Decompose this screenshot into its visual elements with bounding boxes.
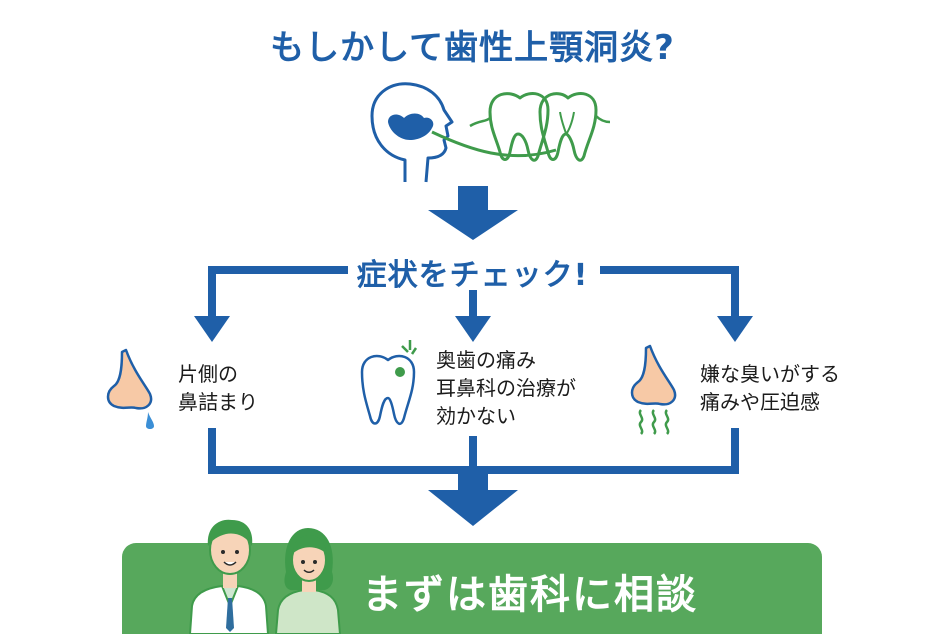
symptom-left: 片側の 鼻詰まり xyxy=(178,360,258,416)
branch-lines xyxy=(208,266,739,318)
molar-teeth-icon xyxy=(431,92,611,162)
arrow-center xyxy=(455,316,491,342)
symptom-center-line-3: 効かない xyxy=(436,404,516,428)
symptom-right: 嫌な臭いがする 痛みや圧迫感 xyxy=(700,360,840,416)
symptom-right-line-1: 嫌な臭いがする xyxy=(700,362,840,386)
runny-nose-icon xyxy=(106,348,154,429)
down-arrow-top xyxy=(428,186,518,240)
smelly-nose-icon xyxy=(630,344,677,435)
cta-consult-dentist: まずは歯科に相談 xyxy=(362,572,698,618)
symptom-center-line-1: 奥歯の痛み xyxy=(436,348,536,372)
page-title: もしかして歯性上顎洞炎? xyxy=(270,28,675,68)
arrow-right xyxy=(717,316,753,342)
aching-tooth-icon xyxy=(360,340,418,426)
doctor-icon xyxy=(188,519,270,634)
symptom-center-line-2: 耳鼻科の治療が xyxy=(436,376,576,400)
symptom-left-line-1: 片側の xyxy=(178,362,238,386)
arrow-left xyxy=(194,316,230,342)
check-symptoms-label: 症状をチェック! xyxy=(356,258,589,293)
down-arrow-bottom xyxy=(428,470,518,526)
consult-people xyxy=(188,519,342,634)
woman-icon xyxy=(274,528,342,634)
symptom-center: 奥歯の痛み 耳鼻科の治療が 効かない xyxy=(436,346,576,430)
symptom-right-line-2: 痛みや圧迫感 xyxy=(700,390,820,414)
symptom-left-line-2: 鼻詰まり xyxy=(178,390,258,414)
head-sinus-icon xyxy=(370,82,454,183)
